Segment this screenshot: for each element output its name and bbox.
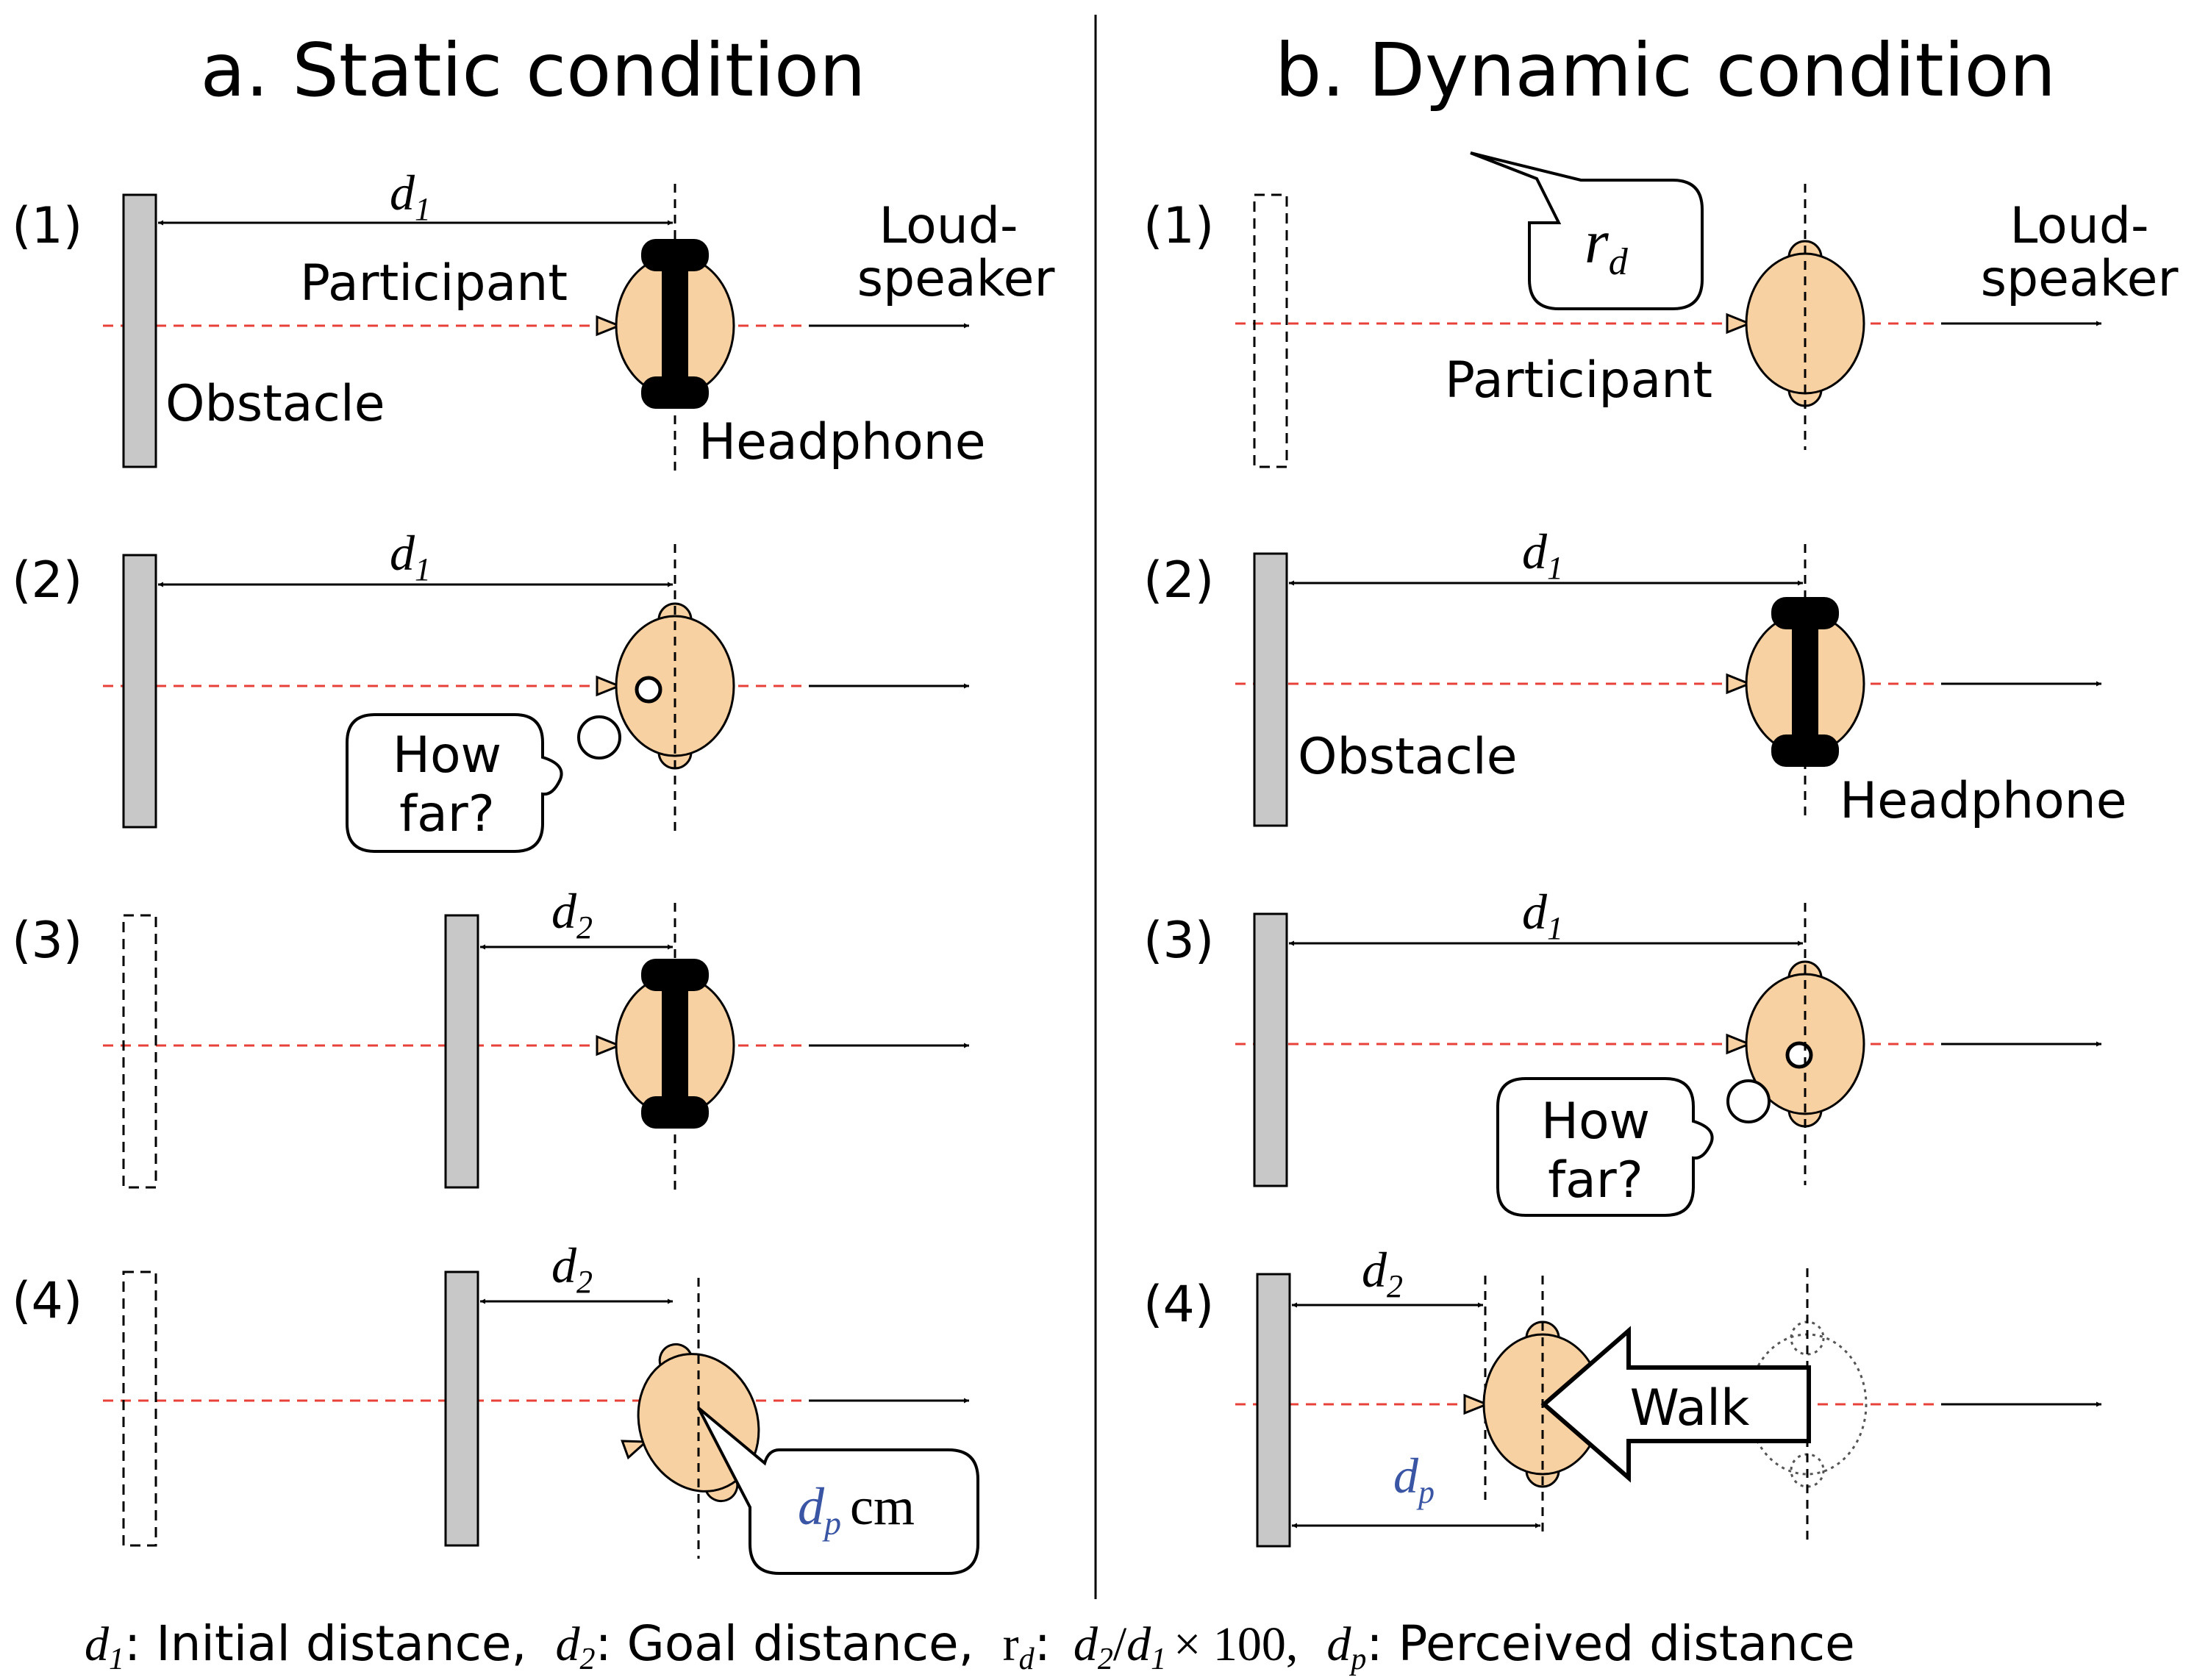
how-far-line2: far?: [1548, 1151, 1643, 1209]
step-number: (1): [12, 197, 82, 255]
step-number: (2): [12, 551, 82, 610]
thought-bubble: [346, 713, 563, 853]
static-panel-title: a. Static condition: [201, 27, 866, 113]
nose-icon: [596, 675, 623, 697]
nose-icon: [1726, 673, 1753, 695]
obstacle-label: Obstacle: [165, 375, 385, 433]
step-number: (2): [1143, 551, 1214, 610]
obstacle-panel: [444, 914, 479, 1189]
dynamic-step-2: (2) d1 Obstacle Headphone: [1143, 523, 2127, 830]
static-step-2: (2) d1 How far?: [12, 525, 969, 853]
legend: d1: Initial distance, d2: Goal distance,…: [85, 1615, 1855, 1676]
d1-label: d1: [1522, 884, 1563, 946]
step-number: (4): [12, 1272, 82, 1330]
obstacle-panel: [122, 554, 157, 829]
thought-bubble-dot: [577, 715, 621, 759]
headphone-cup-top: [641, 239, 709, 271]
how-far-line2: far?: [399, 785, 495, 843]
d1-label: d1: [390, 165, 431, 227]
participant-head-with-headphone: [596, 239, 735, 409]
thought-dot-icon: [635, 676, 662, 704]
speech-bubble: [697, 1406, 979, 1575]
dynamic-step-1: (1) rd Participant Loud- speaker: [1143, 151, 2179, 468]
obstacle-label: Obstacle: [1298, 728, 1518, 786]
obstacle-panel: [1253, 552, 1288, 827]
rd-label: rd: [1585, 208, 1629, 283]
walk-arrow: [1540, 1326, 1811, 1483]
headphone-cup-top: [641, 959, 709, 991]
dynamic-panel-title: b. Dynamic condition: [1275, 27, 2056, 113]
nose-icon: [596, 1034, 623, 1057]
how-far-line1: How: [1541, 1093, 1650, 1151]
loudspeaker-label-line2: speaker: [857, 250, 1055, 308]
static-step-1: (1) d1 Participant Obstacle Headphone Lo…: [12, 165, 1054, 471]
obstacle-ghost: [1253, 193, 1288, 468]
d1-label: d1: [390, 525, 431, 587]
headphone-label: Headphone: [699, 413, 986, 471]
speech-bubble: [1470, 151, 1704, 310]
nose-icon: [1726, 312, 1753, 335]
how-far-line1: How: [393, 726, 501, 784]
participant-label: Participant: [1445, 351, 1712, 410]
nose-icon: [1726, 1033, 1753, 1055]
headphone-cup-top: [1771, 597, 1839, 629]
obstacle-panel: [1253, 912, 1288, 1187]
obstacle-ghost: [122, 1270, 157, 1547]
thought-bubble: [1496, 1077, 1714, 1217]
d2-label: d2: [1362, 1242, 1403, 1304]
walk-label: Walk: [1630, 1379, 1750, 1437]
loudspeaker-label-line1: Loud-: [2010, 197, 2148, 255]
nose-icon: [1463, 1393, 1490, 1415]
obstacle-ghost: [122, 914, 157, 1189]
headphone-cup-bottom: [1771, 734, 1839, 767]
dp-label: dp: [1393, 1448, 1435, 1510]
obstacle-panel: [444, 1270, 479, 1547]
thought-dot-icon: [1785, 1041, 1813, 1069]
nose-icon: [596, 315, 623, 337]
dynamic-step-3: (3) d1 How far?: [1143, 884, 2101, 1217]
headphone-label: Headphone: [1840, 772, 2127, 830]
d2-label: d2: [551, 883, 593, 946]
loudspeaker-label-line1: Loud-: [879, 197, 1018, 255]
nose-icon: [621, 1440, 649, 1460]
obstacle-panel: [122, 193, 157, 468]
d1-label: d1: [1522, 523, 1563, 586]
obstacle-panel: [1256, 1273, 1291, 1548]
participant-head-with-headphone: [1726, 597, 1865, 767]
headphone-cup-bottom: [641, 376, 709, 409]
dynamic-step-4: (4) d2 Walk dp: [1143, 1242, 2101, 1548]
participant-head: [1726, 240, 1865, 407]
step-number: (3): [12, 912, 82, 970]
d2-label: d2: [551, 1237, 593, 1300]
step-number: (1): [1143, 197, 1214, 255]
participant-head-with-headphone: [596, 959, 735, 1129]
thought-bubble-dot: [1726, 1079, 1771, 1123]
step-number: (3): [1143, 912, 1214, 970]
step-number: (4): [1143, 1276, 1214, 1334]
loudspeaker-label-line2: speaker: [1981, 250, 2179, 308]
participant-label: Participant: [300, 254, 568, 312]
static-step-3: (3) d2: [12, 883, 969, 1191]
headphone-cup-bottom: [641, 1096, 709, 1129]
